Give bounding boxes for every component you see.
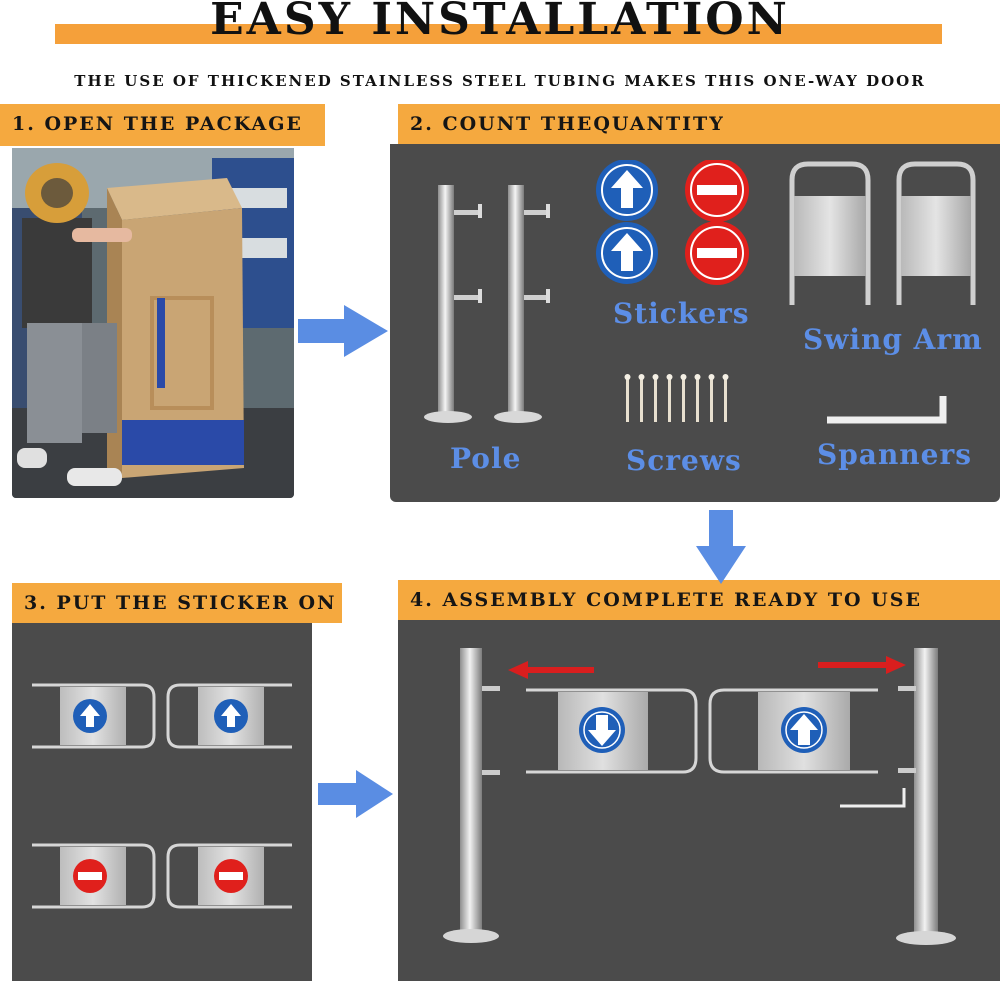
- arrow-down-icon: [696, 510, 746, 584]
- stickers-image: [595, 160, 755, 285]
- open-package-photo: [12, 148, 294, 498]
- assembled-gate-panel: [398, 620, 1000, 981]
- step-2-label: 2. COUNT THEQUANTITY: [398, 104, 1000, 144]
- step-1-label: 1. OPEN THE PACKAGE: [0, 104, 325, 146]
- spanner-image: [825, 392, 955, 427]
- sticker-applied-panel: [12, 623, 312, 981]
- part-label-swing-arm: Swing Arm: [803, 323, 983, 356]
- no-entry-sticker-icon: [685, 221, 749, 285]
- page-title: EASY INSTALLATION: [210, 0, 790, 45]
- screws-image: [620, 372, 745, 427]
- page-subtitle: THE USE OF THICKENED STAINLESS STEEL TUB…: [74, 72, 926, 90]
- pole-image: [420, 180, 560, 425]
- arrow-right-icon-2: [318, 770, 393, 818]
- part-label-screws: Screws: [626, 444, 742, 477]
- part-label-spanners: Spanners: [817, 438, 972, 471]
- step-4-label: 4. ASSEMBLY COMPLETE READY TO USE: [398, 580, 1000, 620]
- up-arrow-sticker-icon: [596, 160, 658, 221]
- part-label-pole: Pole: [450, 442, 522, 475]
- arrow-right-icon: [298, 305, 388, 357]
- title-underline-bar: [55, 24, 942, 44]
- swing-arm-image: [786, 160, 981, 310]
- part-label-stickers: Stickers: [613, 297, 750, 330]
- step-3-label: 3. PUT THE STICKER ON: [12, 583, 342, 623]
